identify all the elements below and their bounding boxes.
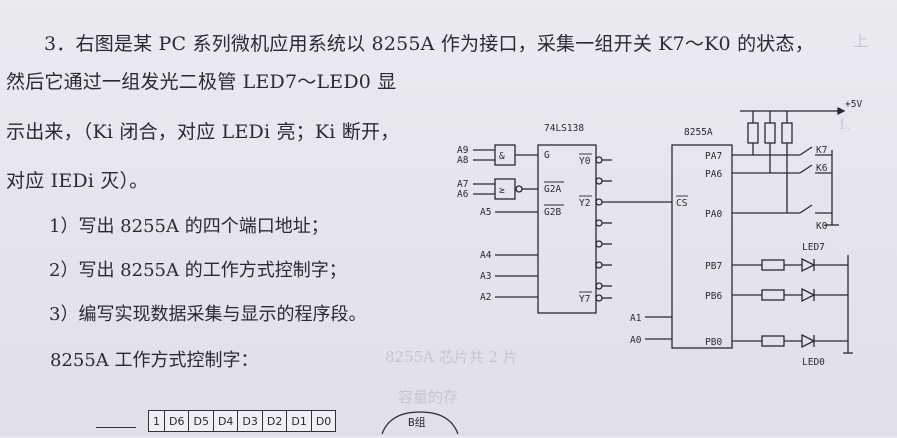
table-pointer — [96, 427, 136, 438]
problem-line-1: 3．右图是某 PC 系列微机应用系统以 8255A 作为接口，采集一组开关 K7… — [44, 33, 814, 55]
input-a2: A2 — [480, 292, 491, 303]
bleed-text: 上 — [853, 32, 869, 50]
circuit-diagram: 74LS138 8255A +5V A9 A8 A7 A6 A5 A4 A3 A… — [457, 99, 862, 368]
question-3: 3）编写实现数据采集与显示的程序段。 — [49, 304, 367, 325]
bleed-text: 1. — [838, 118, 851, 133]
chip-name: 8255A — [684, 127, 713, 138]
pin-pa6: PA6 — [705, 169, 722, 180]
problem-line-4: 对应 IEDi 灭）。 — [6, 170, 149, 192]
input-a6: A6 — [457, 189, 469, 200]
cw-cell: D0 — [310, 410, 337, 432]
cw-cell: D4 — [212, 410, 239, 432]
bleed-text: 8255A 芯片共 2 片 — [385, 348, 518, 366]
pin-pb0: PB0 — [705, 337, 722, 348]
or-gate-label: ≥ — [499, 185, 505, 196]
pin-y2: Y2 — [579, 198, 590, 209]
pin-a1: A1 — [630, 313, 642, 324]
input-a4: A4 — [480, 250, 492, 261]
question-2: 2）写出 8255A 的工作方式控制字； — [49, 260, 347, 281]
pin-g2a: G2A — [544, 184, 561, 195]
input-a7: A7 — [457, 179, 468, 190]
cw-cell: D5 — [188, 410, 214, 432]
cw-cell: D6 — [163, 410, 190, 432]
group-b-bracket: B组 — [381, 411, 459, 435]
pin-pa0: PA0 — [705, 209, 722, 220]
pin-a0: A0 — [630, 335, 642, 346]
chip-8255a-box — [671, 144, 733, 349]
pin-y0: Y0 — [579, 156, 591, 167]
input-a8: A8 — [457, 155, 469, 166]
and-gate — [494, 144, 516, 166]
question-1: 1）写出 8255A 的四个端口地址； — [49, 216, 329, 237]
group-b-label: B组 — [408, 415, 426, 429]
pin-y7: Y7 — [579, 294, 590, 305]
input-a3: A3 — [480, 271, 491, 282]
pin-pb6: PB6 — [705, 291, 722, 302]
cw-cell: D3 — [237, 410, 263, 432]
decoder-74ls138-box — [537, 144, 597, 314]
problem-line-2: 然后它通过一组发光二极管 LED7～LED0 显 — [6, 71, 397, 93]
supply-label: +5V — [845, 99, 862, 110]
input-a5: A5 — [480, 207, 491, 218]
cw-cell: D1 — [286, 410, 312, 432]
or-gate — [494, 178, 516, 200]
switch-k6: K6 — [816, 163, 828, 174]
and-gate-label: & — [499, 151, 505, 162]
pin-pa7: PA7 — [705, 151, 722, 162]
switch-k7: K7 — [816, 145, 827, 156]
led0-label: LED0 — [802, 357, 825, 368]
control-word-title: 8255A 工作方式控制字： — [50, 350, 259, 371]
bleed-text: 容量的存 — [398, 388, 459, 406]
decoder-output-pins — [595, 156, 672, 302]
decoder-name: 74LS138 — [544, 123, 584, 134]
pin-cs: CS — [676, 198, 688, 209]
pin-g: G — [544, 150, 550, 161]
switch-k0: K0 — [816, 221, 828, 232]
cw-cell: 1 — [148, 410, 165, 432]
input-a9: A9 — [457, 145, 469, 156]
control-word-table: 1 D6 D5 D4 D3 D2 D1 D0 — [148, 410, 337, 432]
problem-line-3: 示出来，（Ki 闭合，对应 LEDi 亮；Ki 断开， — [6, 121, 400, 143]
led7-label: LED7 — [802, 242, 825, 253]
cw-cell: D2 — [261, 410, 288, 432]
pin-pb7: PB7 — [705, 261, 722, 272]
pin-g2b: G2B — [544, 207, 561, 218]
